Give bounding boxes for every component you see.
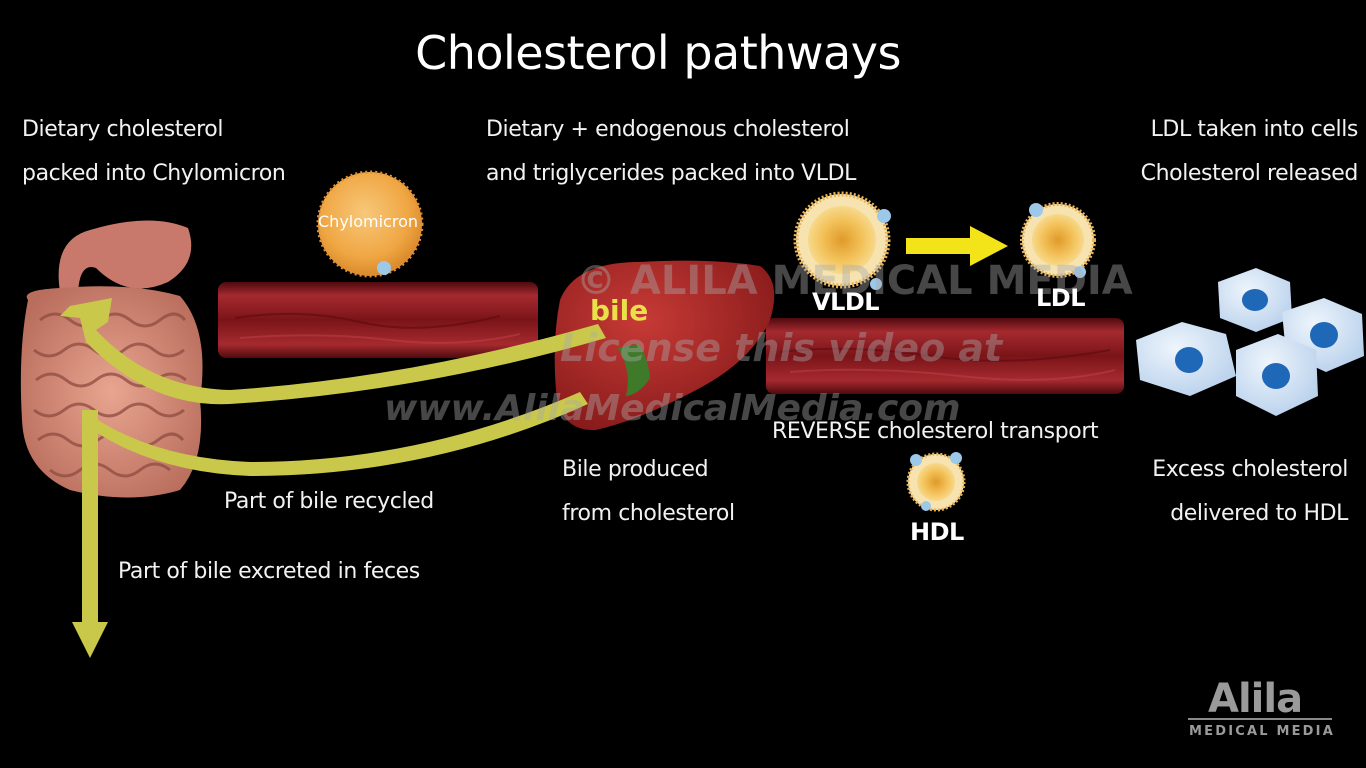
excess-line1: Excess cholesterol (1152, 457, 1348, 482)
vldl-label: VLDL (812, 288, 880, 316)
bile-excreted-label: Part of bile excreted in feces (118, 559, 420, 584)
excess-caption: Excess cholesterol delivered to HDL (1152, 448, 1348, 536)
watermark-license: License this video at (560, 326, 1003, 370)
logo-subtitle: MEDICAL MEDIA (1189, 724, 1335, 739)
hdl-label: HDL (910, 518, 964, 546)
reverse-transport-label: REVERSE cholesterol transport (772, 419, 1099, 444)
bile-recycled-label: Part of bile recycled (224, 489, 434, 514)
ldl-label: LDL (1036, 284, 1086, 312)
bile-label: bile (590, 294, 649, 327)
watermark-url: www.AlilaMedicalMedia.com (384, 388, 961, 429)
bile-produced-caption: Bile produced from cholesterol (562, 448, 735, 536)
bile-flow-arrows (60, 298, 606, 658)
ldl-caption-line1: LDL taken into cells (1150, 117, 1359, 142)
vldl-to-ldl-arrow (906, 226, 1008, 266)
vldl-caption-line2: and triglycerides packed into VLDL (486, 161, 857, 186)
liver (554, 260, 775, 431)
chylomicron-particle (316, 170, 424, 278)
blood-vessel-left (218, 282, 538, 358)
dietary-caption-line1: Dietary cholesterol (22, 117, 224, 142)
bile-produced-line1: Bile produced (562, 457, 709, 482)
ldl-particle (1020, 202, 1096, 278)
body-cells (1136, 268, 1364, 416)
vldl-caption-line1: Dietary + endogenous cholesterol (486, 117, 850, 142)
bile-produced-line2: from cholesterol (562, 501, 735, 526)
watermark-copyright: © ALILA MEDICAL MEDIA (576, 258, 1133, 304)
chylomicron-label: Chylomicron (318, 212, 418, 231)
dietary-caption-line2: packed into Chylomicron (22, 161, 286, 186)
excess-line2: delivered to HDL (1170, 501, 1348, 526)
vldl-particle (793, 191, 891, 290)
page-title: Cholesterol pathways (415, 26, 901, 80)
ldl-caption: LDL taken into cells Cholesterol release… (1140, 108, 1359, 196)
vldl-caption: Dietary + endogenous cholesterol and tri… (486, 108, 856, 196)
logo-rule (1188, 718, 1332, 720)
dietary-caption: Dietary cholesterol packed into Chylomic… (22, 108, 286, 196)
hdl-particle (906, 452, 966, 512)
digestive-tract (20, 220, 203, 498)
logo-name: Alila (1208, 676, 1303, 722)
ldl-caption-line2: Cholesterol released (1140, 161, 1359, 186)
blood-vessel-right (766, 318, 1124, 394)
